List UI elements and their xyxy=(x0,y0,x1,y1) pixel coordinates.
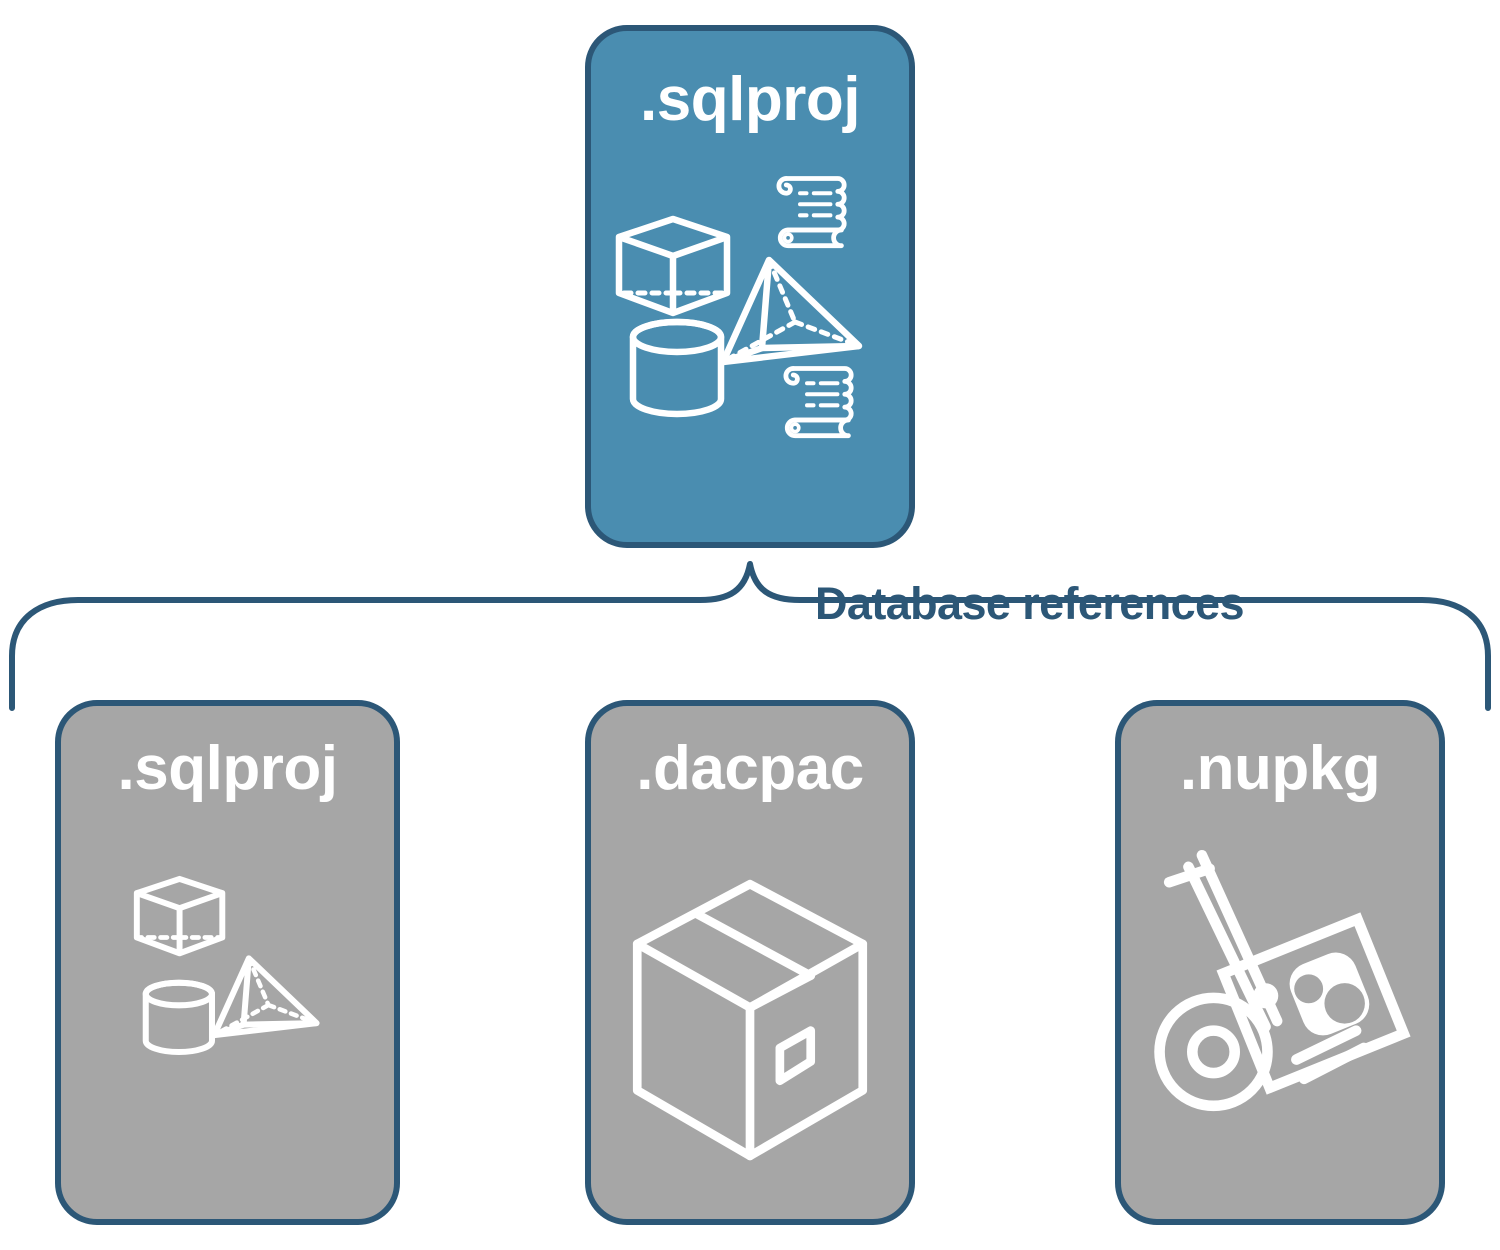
node-card-root-sqlproj[interactable]: .sqlproj xyxy=(585,25,915,548)
wireframe-pyramid-icon xyxy=(719,256,863,366)
shipping-box-icon xyxy=(632,879,868,1161)
sqlproj-icon-group xyxy=(133,875,320,1055)
scroll-script-icon xyxy=(776,176,847,249)
root-node-icon-group xyxy=(615,176,863,439)
node-title: .sqlproj xyxy=(640,65,860,134)
wireframe-pyramid-icon xyxy=(211,955,320,1039)
node-title: .sqlproj xyxy=(117,734,338,803)
connector-label: Database references xyxy=(815,578,1244,629)
node-title: .nupkg xyxy=(1179,734,1381,803)
node-card-ref-nupkg[interactable]: .nupkg xyxy=(1115,700,1445,1225)
node-card-ref-sqlproj[interactable]: .sqlproj xyxy=(55,700,400,1225)
wireframe-cylinder-icon xyxy=(629,318,725,418)
wireframe-cube-icon xyxy=(133,875,226,957)
scroll-script-icon xyxy=(783,366,854,439)
nuget-package-icon xyxy=(1216,912,1411,1095)
node-card-ref-dacpac[interactable]: .dacpac xyxy=(585,700,915,1225)
dacpac-icon-group xyxy=(632,879,868,1161)
database-references-brace xyxy=(9,561,1491,711)
wireframe-cylinder-icon xyxy=(142,979,216,1055)
wireframe-cube-icon xyxy=(615,215,731,317)
node-title: .dacpac xyxy=(636,734,864,803)
nupkg-icon-group xyxy=(1154,849,1411,1112)
